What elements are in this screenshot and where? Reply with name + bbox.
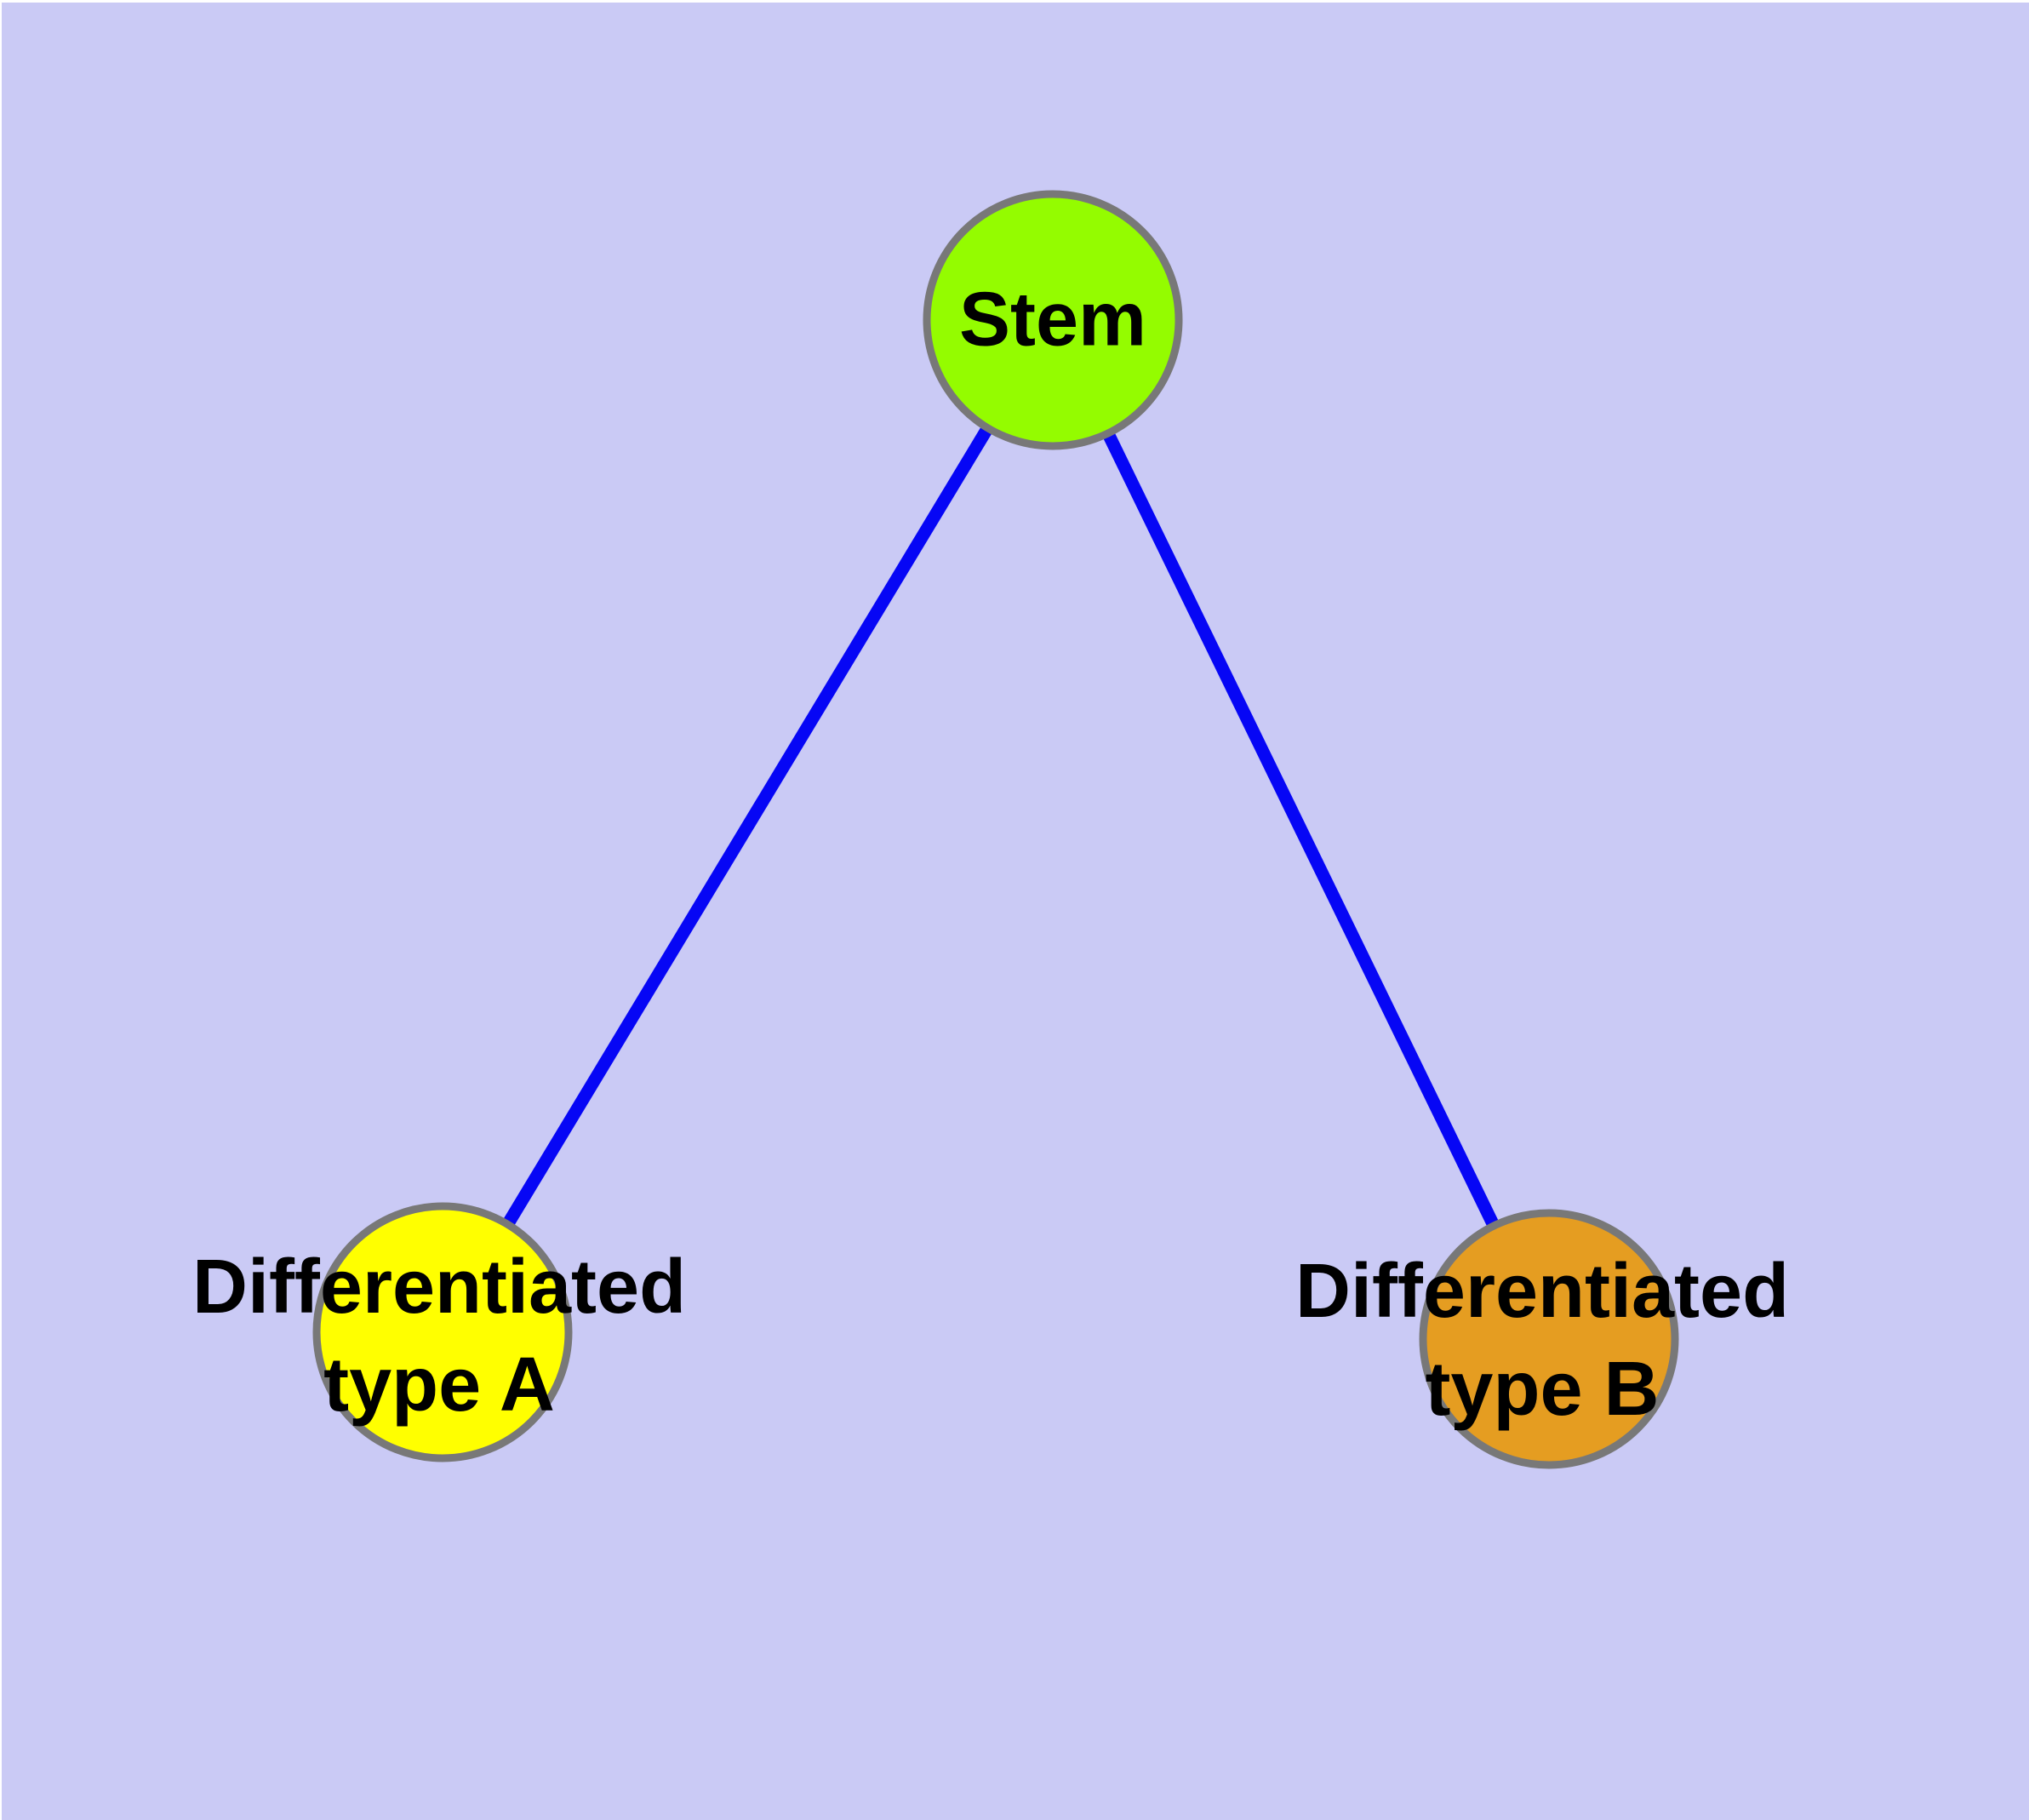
node-differentiated-type-a [312, 1202, 573, 1462]
edge-stem-to-type-a [437, 317, 1059, 1336]
node-stem-label: Stem [958, 277, 1147, 363]
node-differentiated-type-b-label: Differentiated type B [1295, 1249, 1790, 1432]
node-differentiated-type-a-label: Differentiated type A [191, 1245, 687, 1428]
node-stem [923, 190, 1183, 450]
edge-stem-to-type-b [1047, 317, 1555, 1342]
node-differentiated-type-b [1419, 1209, 1679, 1469]
